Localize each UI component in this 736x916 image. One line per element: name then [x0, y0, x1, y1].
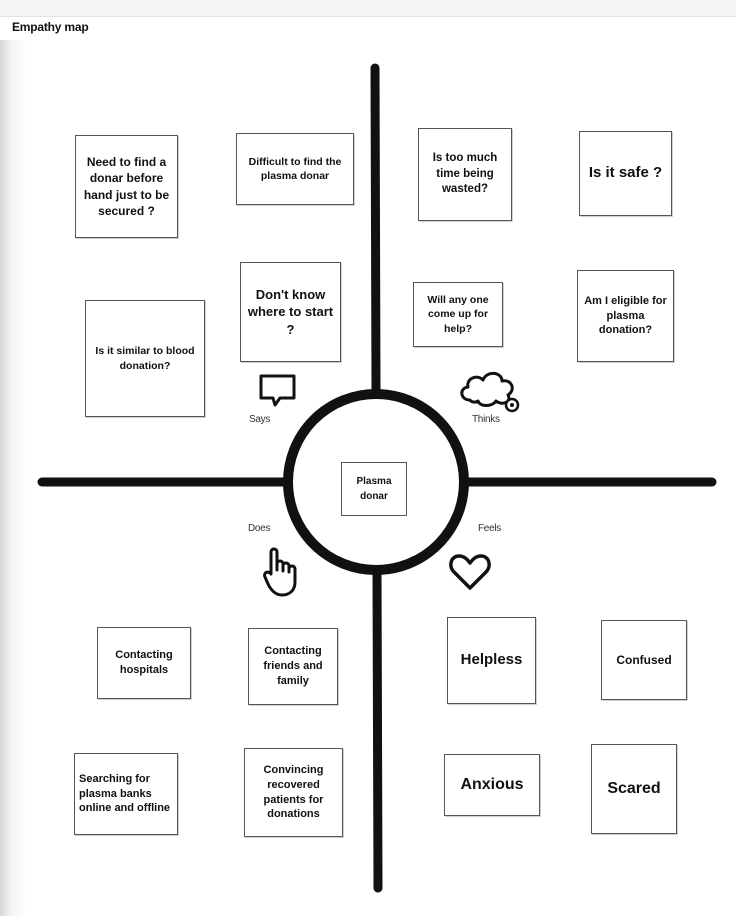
- does-note: Convincing recovered patients for donati…: [244, 748, 343, 837]
- axis-vertical-top: [370, 63, 381, 395]
- speech-bubble-icon: [258, 372, 298, 413]
- says-note: Difficult to find the plasma donar: [236, 133, 354, 205]
- left-shadow: [0, 40, 26, 916]
- says-note: Is it similar to blood donation?: [85, 300, 205, 417]
- does-note: Searching for plasma banks online and of…: [74, 753, 178, 835]
- thinks-note: Am I eligible for plasma donation?: [577, 270, 674, 362]
- says-note: Need to find a donar before hand just to…: [75, 135, 178, 238]
- feels-note: Anxious: [444, 754, 540, 816]
- feels-note: Helpless: [447, 617, 536, 704]
- thinks-note: Is it safe ?: [579, 131, 672, 216]
- thinks-note: Will any one come up for help?: [413, 282, 503, 347]
- heart-icon: [448, 552, 492, 597]
- axis-vertical-bottom: [372, 567, 383, 893]
- does-note: Contacting friends and family: [248, 628, 338, 705]
- top-bar: [0, 0, 736, 17]
- page-title: Empathy map: [12, 20, 89, 34]
- center-label: Plasma donar: [341, 462, 407, 516]
- thinks-label: Thinks: [472, 414, 500, 425]
- does-label: Does: [248, 523, 271, 534]
- feels-label: Feels: [478, 523, 501, 534]
- pointing-hand-icon: [262, 544, 302, 603]
- thought-cloud-icon: [456, 366, 522, 419]
- thinks-note: Is too much time being wasted?: [418, 128, 512, 221]
- feels-note: Scared: [591, 744, 677, 834]
- says-label: Says: [249, 414, 271, 425]
- says-note: Don't know where to start ?: [240, 262, 341, 362]
- feels-note: Confused: [601, 620, 687, 700]
- does-note: Contacting hospitals: [97, 627, 191, 699]
